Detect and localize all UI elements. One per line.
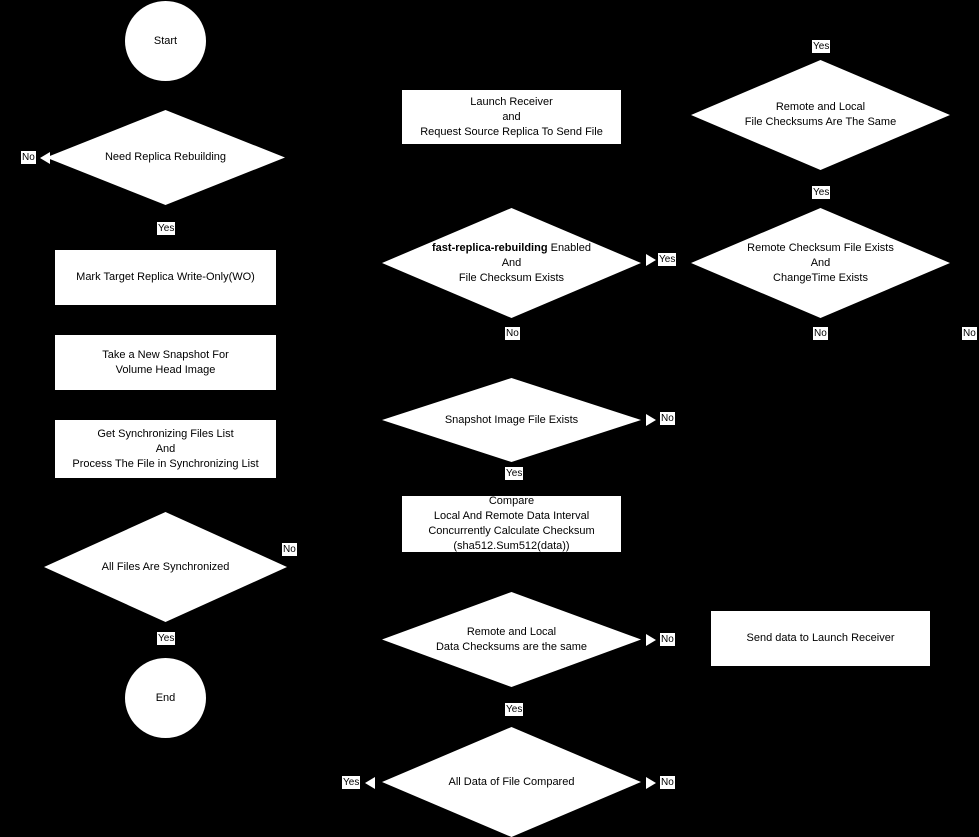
node-all-files-synchronized[interactable]: All Files Are Synchronized <box>44 512 287 622</box>
edge-label-all-data-no: No <box>660 776 675 789</box>
node-all-data-of-file-compared[interactable]: All Data of File Compared <box>382 727 641 837</box>
node-launch-receiver[interactable]: Launch Receiver and Request Source Repli… <box>402 90 621 144</box>
node-launch-receiver-label: Launch Receiver and Request Source Repli… <box>420 95 603 138</box>
node-remote-checksum-file-exists-label: Remote Checksum File Exists And ChangeTi… <box>747 241 894 284</box>
arrowhead-data-checksums-no <box>646 634 656 646</box>
arrowhead-all-files-no <box>272 561 282 573</box>
arrowhead-snapshot-no <box>646 414 656 426</box>
node-remote-local-file-checksums[interactable]: Remote and Local File Checksums Are The … <box>691 60 950 170</box>
node-remote-local-data-checksums-label: Remote and Local Data Checksums are the … <box>435 625 587 653</box>
arrowhead-fast-replica-yes <box>646 254 656 266</box>
edge-label-all-data-yes: Yes <box>342 776 361 789</box>
edge-label-snapshot-no: No <box>660 412 675 425</box>
edge-label-data-checksums-no: No <box>660 633 675 646</box>
node-remote-local-data-checksums[interactable]: Remote and Local Data Checksums are the … <box>382 592 641 687</box>
node-get-sync-files[interactable]: Get Synchronizing Files List And Process… <box>55 420 276 478</box>
node-need-replica-rebuilding[interactable]: Need Replica Rebuilding <box>46 110 285 205</box>
edge-label-file-checksums-top-yes: Yes <box>812 40 831 53</box>
node-get-sync-files-label: Get Synchronizing Files List And Process… <box>72 427 259 470</box>
node-start-label: Start <box>153 34 178 47</box>
edge-label-data-checksums-yes: Yes <box>505 703 524 716</box>
edge-label-remote-checksum-far-no: No <box>962 327 977 340</box>
node-start[interactable]: Start <box>125 1 206 81</box>
edge-label-fast-replica-no: No <box>505 327 520 340</box>
node-mark-target-replica[interactable]: Mark Target Replica Write-Only(WO) <box>55 250 276 305</box>
edge-label-snapshot-yes: Yes <box>505 467 524 480</box>
edge-label-need-replica-yes: Yes <box>157 222 176 235</box>
edge-label-all-files-yes: Yes <box>157 632 176 645</box>
node-all-data-of-file-compared-label: All Data of File Compared <box>448 775 575 788</box>
node-send-data-to-launch-receiver[interactable]: Send data to Launch Receiver <box>711 611 930 666</box>
edge-label-remote-checksum-no: No <box>813 327 828 340</box>
edge-label-fast-replica-yes: Yes <box>658 253 677 266</box>
node-need-replica-rebuilding-label: Need Replica Rebuilding <box>104 151 227 163</box>
node-snapshot-image-file-exists-label: Snapshot Image File Exists <box>444 413 579 426</box>
node-fast-replica-rebuilding-label: fast-replica-rebuilding Enabled And File… <box>428 241 595 286</box>
node-remote-checksum-file-exists[interactable]: Remote Checksum File Exists And ChangeTi… <box>691 208 950 318</box>
fast-replica-rebuilding-rest: Enabled And File Checksum Exists <box>458 241 591 284</box>
node-all-files-synchronized-label: All Files Are Synchronized <box>101 560 230 573</box>
node-fast-replica-rebuilding[interactable]: fast-replica-rebuilding Enabled And File… <box>382 208 641 318</box>
arrowhead-all-data-yes <box>365 777 375 789</box>
edge-label-all-files-no: No <box>282 543 297 556</box>
node-remote-local-file-checksums-label: Remote and Local File Checksums Are The … <box>744 101 897 128</box>
arrowhead-need-replica-no <box>40 152 50 164</box>
node-take-new-snapshot-label: Take a New Snapshot For Volume Head Imag… <box>102 348 229 376</box>
node-compare-checksum[interactable]: Compare Local And Remote Data Interval C… <box>402 495 621 552</box>
node-take-new-snapshot[interactable]: Take a New Snapshot For Volume Head Imag… <box>55 335 276 390</box>
node-end[interactable]: End <box>125 658 206 738</box>
node-end-label: End <box>155 691 176 704</box>
node-mark-target-replica-label: Mark Target Replica Write-Only(WO) <box>76 271 255 283</box>
fast-replica-rebuilding-keyword: fast-replica-rebuilding <box>432 241 548 254</box>
edge-label-file-checksums-bottom-yes: Yes <box>812 186 831 199</box>
edge-label-need-replica-no: No <box>21 151 36 164</box>
node-snapshot-image-file-exists[interactable]: Snapshot Image File Exists <box>382 378 641 462</box>
node-send-data-to-launch-receiver-label: Send data to Launch Receiver <box>746 632 895 644</box>
node-compare-checksum-label: Compare Local And Remote Data Interval C… <box>428 495 595 552</box>
arrowhead-all-data-no <box>646 777 656 789</box>
